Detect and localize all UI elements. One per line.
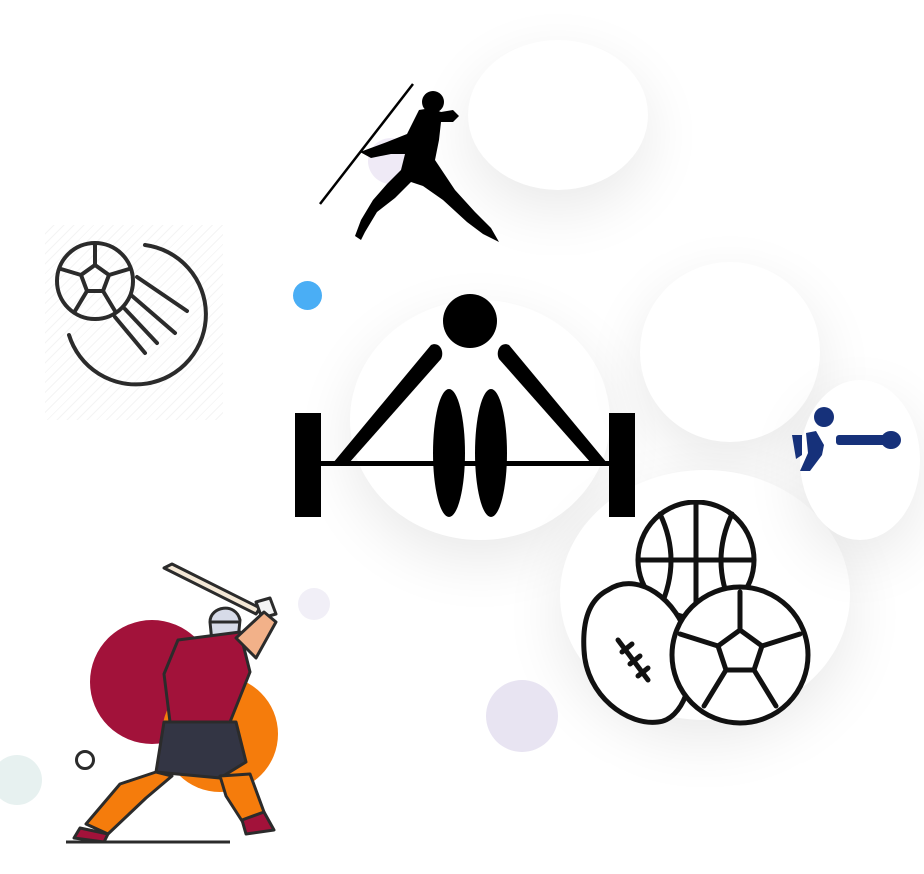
accent-dot-lavender-small bbox=[298, 588, 330, 620]
cricket-batsman-icon bbox=[60, 562, 300, 847]
bg-circle-top bbox=[468, 40, 648, 190]
accent-ring bbox=[75, 750, 95, 770]
accent-dot-lavender-large bbox=[486, 680, 558, 752]
javelin-thrower-icon bbox=[315, 82, 515, 247]
weightlifter-icon bbox=[295, 293, 640, 521]
bg-circle-right bbox=[640, 262, 820, 442]
boxing-athlete-icon bbox=[788, 405, 903, 475]
balls-group-icon bbox=[578, 500, 818, 732]
bg-circle-far-right bbox=[800, 380, 920, 540]
accent-dot-mint bbox=[0, 755, 42, 805]
accent-dot-blue bbox=[293, 281, 322, 310]
soccer-ball-motion-icon bbox=[45, 225, 223, 420]
